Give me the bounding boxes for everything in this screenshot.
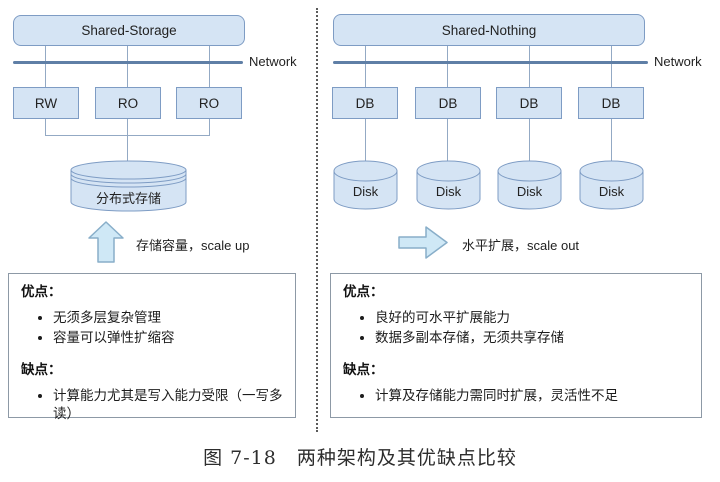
node-db-3: DB (496, 87, 562, 119)
disk-label: Disk (516, 184, 543, 199)
connector-line (45, 119, 46, 136)
node-ro-1: RO (95, 87, 161, 119)
network-label: Network (249, 54, 297, 69)
connector-line (365, 119, 366, 161)
shared-storage-label: Shared-Storage (81, 23, 177, 38)
network-line (13, 61, 243, 64)
pros-item: 无须多层复杂管理 (53, 309, 283, 327)
node-db-2: DB (415, 87, 481, 119)
connector-line (127, 135, 128, 162)
shared-storage-header: Shared-Storage (13, 15, 245, 46)
scale-out-label: 水平扩展，scale out (462, 238, 580, 253)
cons-title: 缺点： (343, 361, 384, 377)
network-line (333, 61, 648, 64)
distributed-storage-cylinder: 分布式存储 (70, 160, 187, 212)
node-db-3-label: DB (519, 95, 539, 111)
connector-line (127, 46, 128, 87)
figure-caption: 图 7-18 两种架构及其优缺点比较 (203, 447, 517, 469)
pros-item: 容量可以弹性扩缩容 (53, 329, 283, 347)
cons-title: 缺点： (21, 361, 62, 377)
network-label: Network (654, 54, 702, 69)
connector-line (127, 119, 128, 136)
shared-nothing-header: Shared-Nothing (333, 14, 645, 46)
pros-list: 无须多层复杂管理 容量可以弹性扩缩容 (21, 309, 283, 347)
connector-line (529, 119, 530, 161)
scale-out-arrow-icon (398, 226, 448, 264)
shared-nothing-proscons-box: 优点： 良好的可水平扩展能力 数据多副本存储，无须共享存储 缺点： 计算及存储能… (330, 273, 702, 418)
node-db-2-label: DB (438, 95, 458, 111)
shared-nothing-label: Shared-Nothing (441, 22, 537, 38)
connector-line (447, 119, 448, 161)
connector-line (209, 119, 210, 136)
connector-line (209, 46, 210, 87)
node-rw: RW (13, 87, 79, 119)
panel-divider (316, 8, 318, 432)
cons-item: 计算能力尤其是写入能力受限（一写多读） (53, 387, 283, 423)
disk-cylinder-2: Disk (416, 160, 481, 210)
node-ro-1-label: RO (117, 95, 139, 111)
scale-up-label: 存储容量，scale up (136, 238, 250, 253)
node-db-1-label: DB (355, 95, 375, 111)
connector-line (529, 46, 530, 87)
disk-label: Disk (598, 184, 625, 199)
node-db-4: DB (578, 87, 644, 119)
connector-line (611, 119, 612, 161)
node-rw-label: RW (34, 95, 58, 111)
pros-list: 良好的可水平扩展能力 数据多副本存储，无须共享存储 (343, 309, 689, 347)
pros-title: 优点： (21, 284, 62, 299)
disk-label: Disk (435, 184, 462, 199)
pros-title: 优点： (343, 284, 384, 299)
disk-cylinder-3: Disk (497, 160, 562, 210)
pros-item: 数据多副本存储，无须共享存储 (375, 329, 689, 347)
cons-item: 计算及存储能力需同时扩展，灵活性不足 (375, 387, 689, 405)
connector-line (611, 46, 612, 87)
disk-cylinder-1: Disk (333, 160, 398, 210)
node-db-4-label: DB (601, 95, 621, 111)
connector-line (365, 46, 366, 87)
scale-up-arrow-icon (88, 221, 124, 268)
node-db-1: DB (332, 87, 398, 119)
cons-list: 计算能力尤其是写入能力受限（一写多读） (21, 387, 283, 423)
distributed-storage-label: 分布式存储 (95, 191, 161, 206)
disk-label: Disk (352, 184, 379, 199)
node-ro-2-label: RO (198, 95, 220, 111)
disk-cylinder-4: Disk (579, 160, 644, 210)
shared-storage-proscons-box: 优点： 无须多层复杂管理 容量可以弹性扩缩容 缺点： 计算能力尤其是写入能力受限… (8, 273, 296, 421)
pros-item: 良好的可水平扩展能力 (375, 309, 689, 327)
connector-line (447, 46, 448, 87)
cons-list: 计算及存储能力需同时扩展，灵活性不足 (343, 387, 689, 405)
node-ro-2: RO (176, 87, 242, 119)
cylinder-shape (70, 160, 187, 212)
connector-line (45, 46, 46, 87)
